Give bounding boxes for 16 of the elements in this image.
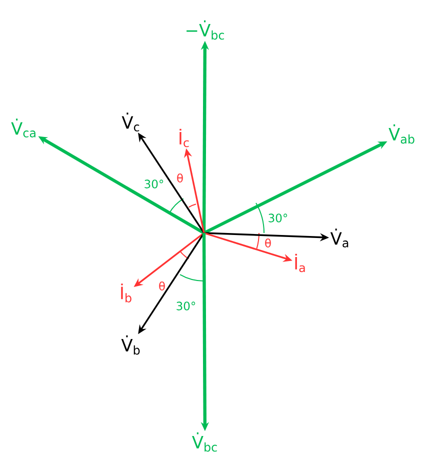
phasor-label: V̇$_{ab}$ xyxy=(388,124,414,144)
phasor-label: V̇$_{b}$ xyxy=(121,335,140,355)
phasor-label: İ$_{b}$ xyxy=(121,284,132,302)
angle-label: 30° xyxy=(144,180,164,188)
angle-label: θ xyxy=(177,174,183,182)
phasor-label: −V̇$_{bc}$ xyxy=(186,20,224,40)
phasor-label: V̇$_{ca}$ xyxy=(11,118,36,138)
angle-label: θ xyxy=(159,282,165,290)
phasor-label: V̇$_{bc}$ xyxy=(192,432,217,452)
angle-label: 30° xyxy=(176,302,196,310)
phasor-label: İ$_{c}$ xyxy=(180,128,189,148)
phasor-label: İ$_{a}$ xyxy=(295,254,305,272)
angle-label: θ xyxy=(265,238,271,248)
phasor-label: V̇$_{c}$ xyxy=(122,112,140,132)
angle-label: 30° xyxy=(268,214,288,222)
phasor-label: V̇$_{a}$ xyxy=(330,228,348,248)
